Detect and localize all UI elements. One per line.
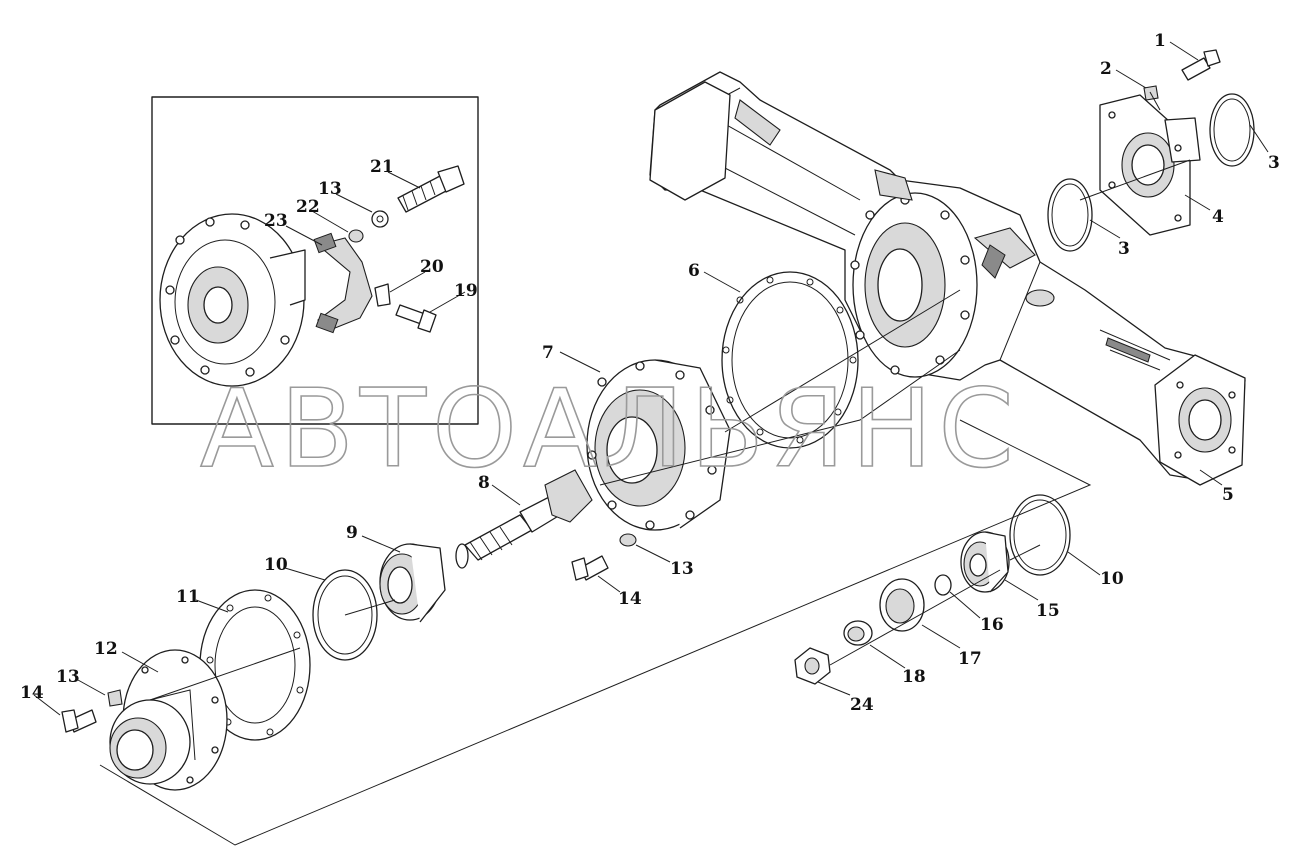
callout-14-center: 14 (618, 589, 642, 609)
callout-10-left: 10 (264, 555, 288, 575)
nut-24 (794, 647, 831, 685)
callout-2: 2 (1100, 59, 1112, 79)
callout-22: 22 (296, 197, 320, 217)
nut-13-center (619, 533, 637, 547)
callout-7: 7 (542, 343, 554, 363)
callout-23: 23 (264, 211, 288, 231)
callout-16: 16 (980, 615, 1004, 635)
callout-3-upper: 3 (1268, 153, 1280, 173)
bushing-18 (843, 620, 873, 646)
bearing-15 (960, 531, 1010, 593)
callout-6: 6 (688, 261, 700, 281)
callout-1: 1 (1154, 31, 1166, 51)
inset-nut-22 (348, 229, 364, 243)
flange-cover-4 (1099, 94, 1201, 236)
callout-17: 17 (958, 649, 982, 669)
bolt-14-center (571, 555, 609, 581)
gasket-3-upper (1209, 93, 1255, 167)
callout-15: 15 (1036, 601, 1060, 621)
inset-bolt-19 (395, 304, 437, 333)
assembly-lines (99, 91, 1191, 846)
inset-bolt-21 (397, 165, 465, 213)
callout-10-right: 10 (1100, 569, 1124, 589)
callout-20: 20 (420, 257, 444, 277)
callout-labels: 1 2 3 3 4 5 6 7 8 9 10 10 11 12 13 13 13… (20, 31, 1280, 715)
callout-9: 9 (346, 523, 358, 543)
callout-14-left: 14 (20, 683, 44, 703)
callout-18: 18 (902, 667, 926, 687)
flange-12 (109, 649, 228, 791)
callout-4: 4 (1212, 207, 1224, 227)
inset-hub-flange (159, 213, 306, 387)
axle-housing (649, 71, 1246, 486)
inset-washer-13 (371, 210, 389, 228)
callout-5: 5 (1222, 485, 1234, 505)
inset-lock-plate-20 (374, 283, 391, 307)
ring-16 (934, 574, 952, 596)
gasket-10-right (1009, 494, 1071, 576)
nut-13-left (107, 689, 123, 707)
callout-19: 19 (454, 281, 478, 301)
gasket-6 (721, 271, 859, 449)
callout-13-center: 13 (670, 559, 694, 579)
gasket-3-lower (1047, 178, 1093, 252)
bolt-14-left (61, 709, 97, 733)
leader-lines (33, 41, 1269, 716)
callout-24: 24 (850, 695, 874, 715)
bearing-9 (379, 543, 446, 623)
pinion-shaft-8 (455, 469, 593, 569)
inset-clamp-bracket (313, 232, 373, 334)
bolt-1 (1181, 49, 1221, 81)
inset-frame (151, 96, 479, 425)
hub-housing-7 (586, 359, 731, 531)
callout-13-left: 13 (56, 667, 80, 687)
callout-13-inset: 13 (318, 179, 342, 199)
callout-11: 11 (176, 587, 200, 607)
callout-21: 21 (370, 157, 394, 177)
callout-12: 12 (94, 639, 118, 659)
callout-8: 8 (478, 473, 490, 493)
seal-17 (879, 578, 925, 632)
callout-3-lower: 3 (1118, 239, 1130, 259)
watermark-text: АВТОАЛЬЯНС (200, 367, 1020, 492)
